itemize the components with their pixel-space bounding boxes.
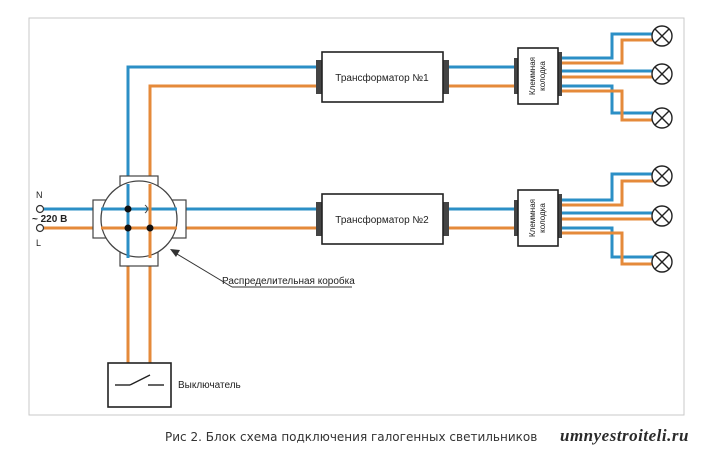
svg-text:Клеммная: Клеммная xyxy=(528,57,537,95)
lamp-icon xyxy=(651,107,673,129)
lamp-icon xyxy=(651,251,673,273)
switch xyxy=(107,362,172,408)
terminal-block-1-label-line1: Клеммная xyxy=(528,57,537,95)
lamp-icon xyxy=(651,25,673,47)
terminal-block-2: Клеммная колодка xyxy=(514,189,562,247)
transformer-1-label: Трансформатор №1 xyxy=(335,72,429,84)
label-l: L xyxy=(36,238,41,248)
terminal-block-1: Клеммная колодка xyxy=(514,47,562,105)
junction-box xyxy=(92,175,187,267)
figure-caption: Рис 2. Блок схема подключения галогенных… xyxy=(165,430,538,444)
transformer-2-label: Трансформатор №2 xyxy=(335,214,429,226)
transformer-2 xyxy=(316,193,449,245)
terminal-block-1-label-line2: колодка xyxy=(538,61,547,91)
neutral-wires xyxy=(40,32,653,259)
site-watermark: umnyestroiteli.ru xyxy=(560,426,689,445)
label-voltage: ~ 220 В xyxy=(32,214,67,225)
terminal-block-2-label-line1: Клеммная xyxy=(528,199,537,237)
svg-text:колодка: колодка xyxy=(538,61,547,91)
terminal-l xyxy=(35,223,45,233)
lamp-icon xyxy=(651,165,673,187)
lamp-icons xyxy=(651,25,673,273)
svg-text:колодка: колодка xyxy=(538,203,547,233)
diagram-frame xyxy=(28,17,685,416)
terminal-block-2-label-line2: колодка xyxy=(538,203,547,233)
junction-box-pointer xyxy=(170,249,352,288)
label-n: N xyxy=(36,190,43,200)
terminal-n xyxy=(35,204,45,214)
lamp-icon xyxy=(651,63,673,85)
label-junction-box: Распределительная коробка xyxy=(222,275,355,287)
lamp-icon xyxy=(651,205,673,227)
label-switch: Выключатель xyxy=(178,380,241,391)
transformer-1 xyxy=(316,51,449,103)
svg-text:Клеммная: Клеммная xyxy=(528,199,537,237)
